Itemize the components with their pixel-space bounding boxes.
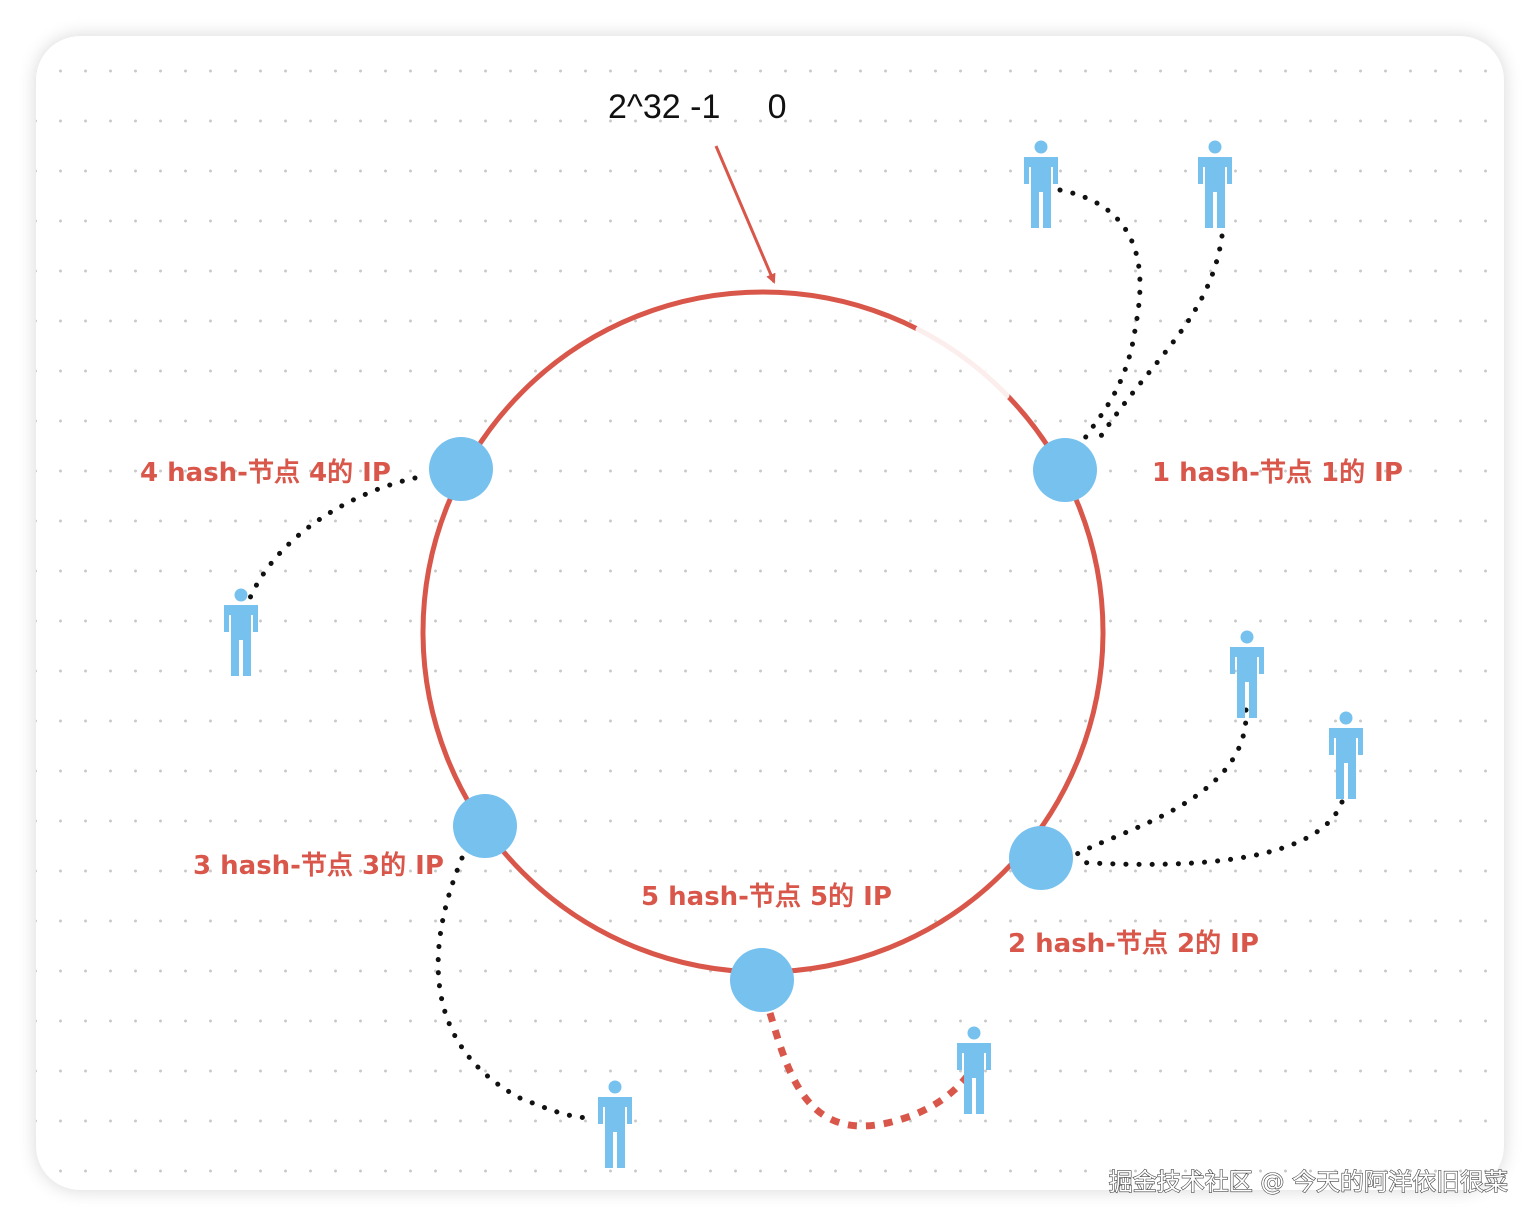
ring-gap [915, 325, 1010, 400]
connection-node1-user-b [1092, 233, 1225, 448]
node-2-label: 2 hash-节点 2的 IP [1008, 928, 1259, 959]
node-1-label: 1 hash-节点 1的 IP [1152, 457, 1403, 488]
node-4-label: 4 hash-节点 4的 IP [140, 457, 391, 488]
node-3-label: 3 hash-节点 3的 IP [193, 850, 444, 881]
user-icon [1329, 711, 1363, 799]
node-5 [730, 948, 794, 1012]
connections [247, 187, 1345, 1121]
node-5-label: 5 hash-节点 5的 IP [641, 881, 892, 912]
diagram-canvas [36, 36, 1504, 1190]
user-icon [224, 588, 258, 676]
connection-node2-user-b [1072, 799, 1345, 867]
ring-start-arrow [714, 145, 776, 284]
node-4 [429, 437, 493, 501]
connection-node2-user-a [1072, 707, 1249, 858]
user-icon [957, 1026, 991, 1114]
node-2 [1009, 826, 1073, 890]
connection-node1-user-a [1057, 187, 1143, 448]
connection-node3-user [435, 855, 595, 1121]
user-icon [1230, 630, 1264, 718]
ring-top-label: 2^32 -1 0 [608, 88, 787, 126]
user-icon [598, 1080, 632, 1168]
node-3 [453, 794, 517, 858]
user-icon [1198, 140, 1232, 228]
connection-node5-user [766, 1011, 971, 1130]
user-icon [1024, 140, 1058, 228]
watermark: 掘金技术社区 @ 今天的阿洋依旧很菜 [1109, 1168, 1508, 1196]
node-1 [1033, 438, 1097, 502]
connection-node4-user [247, 475, 418, 601]
